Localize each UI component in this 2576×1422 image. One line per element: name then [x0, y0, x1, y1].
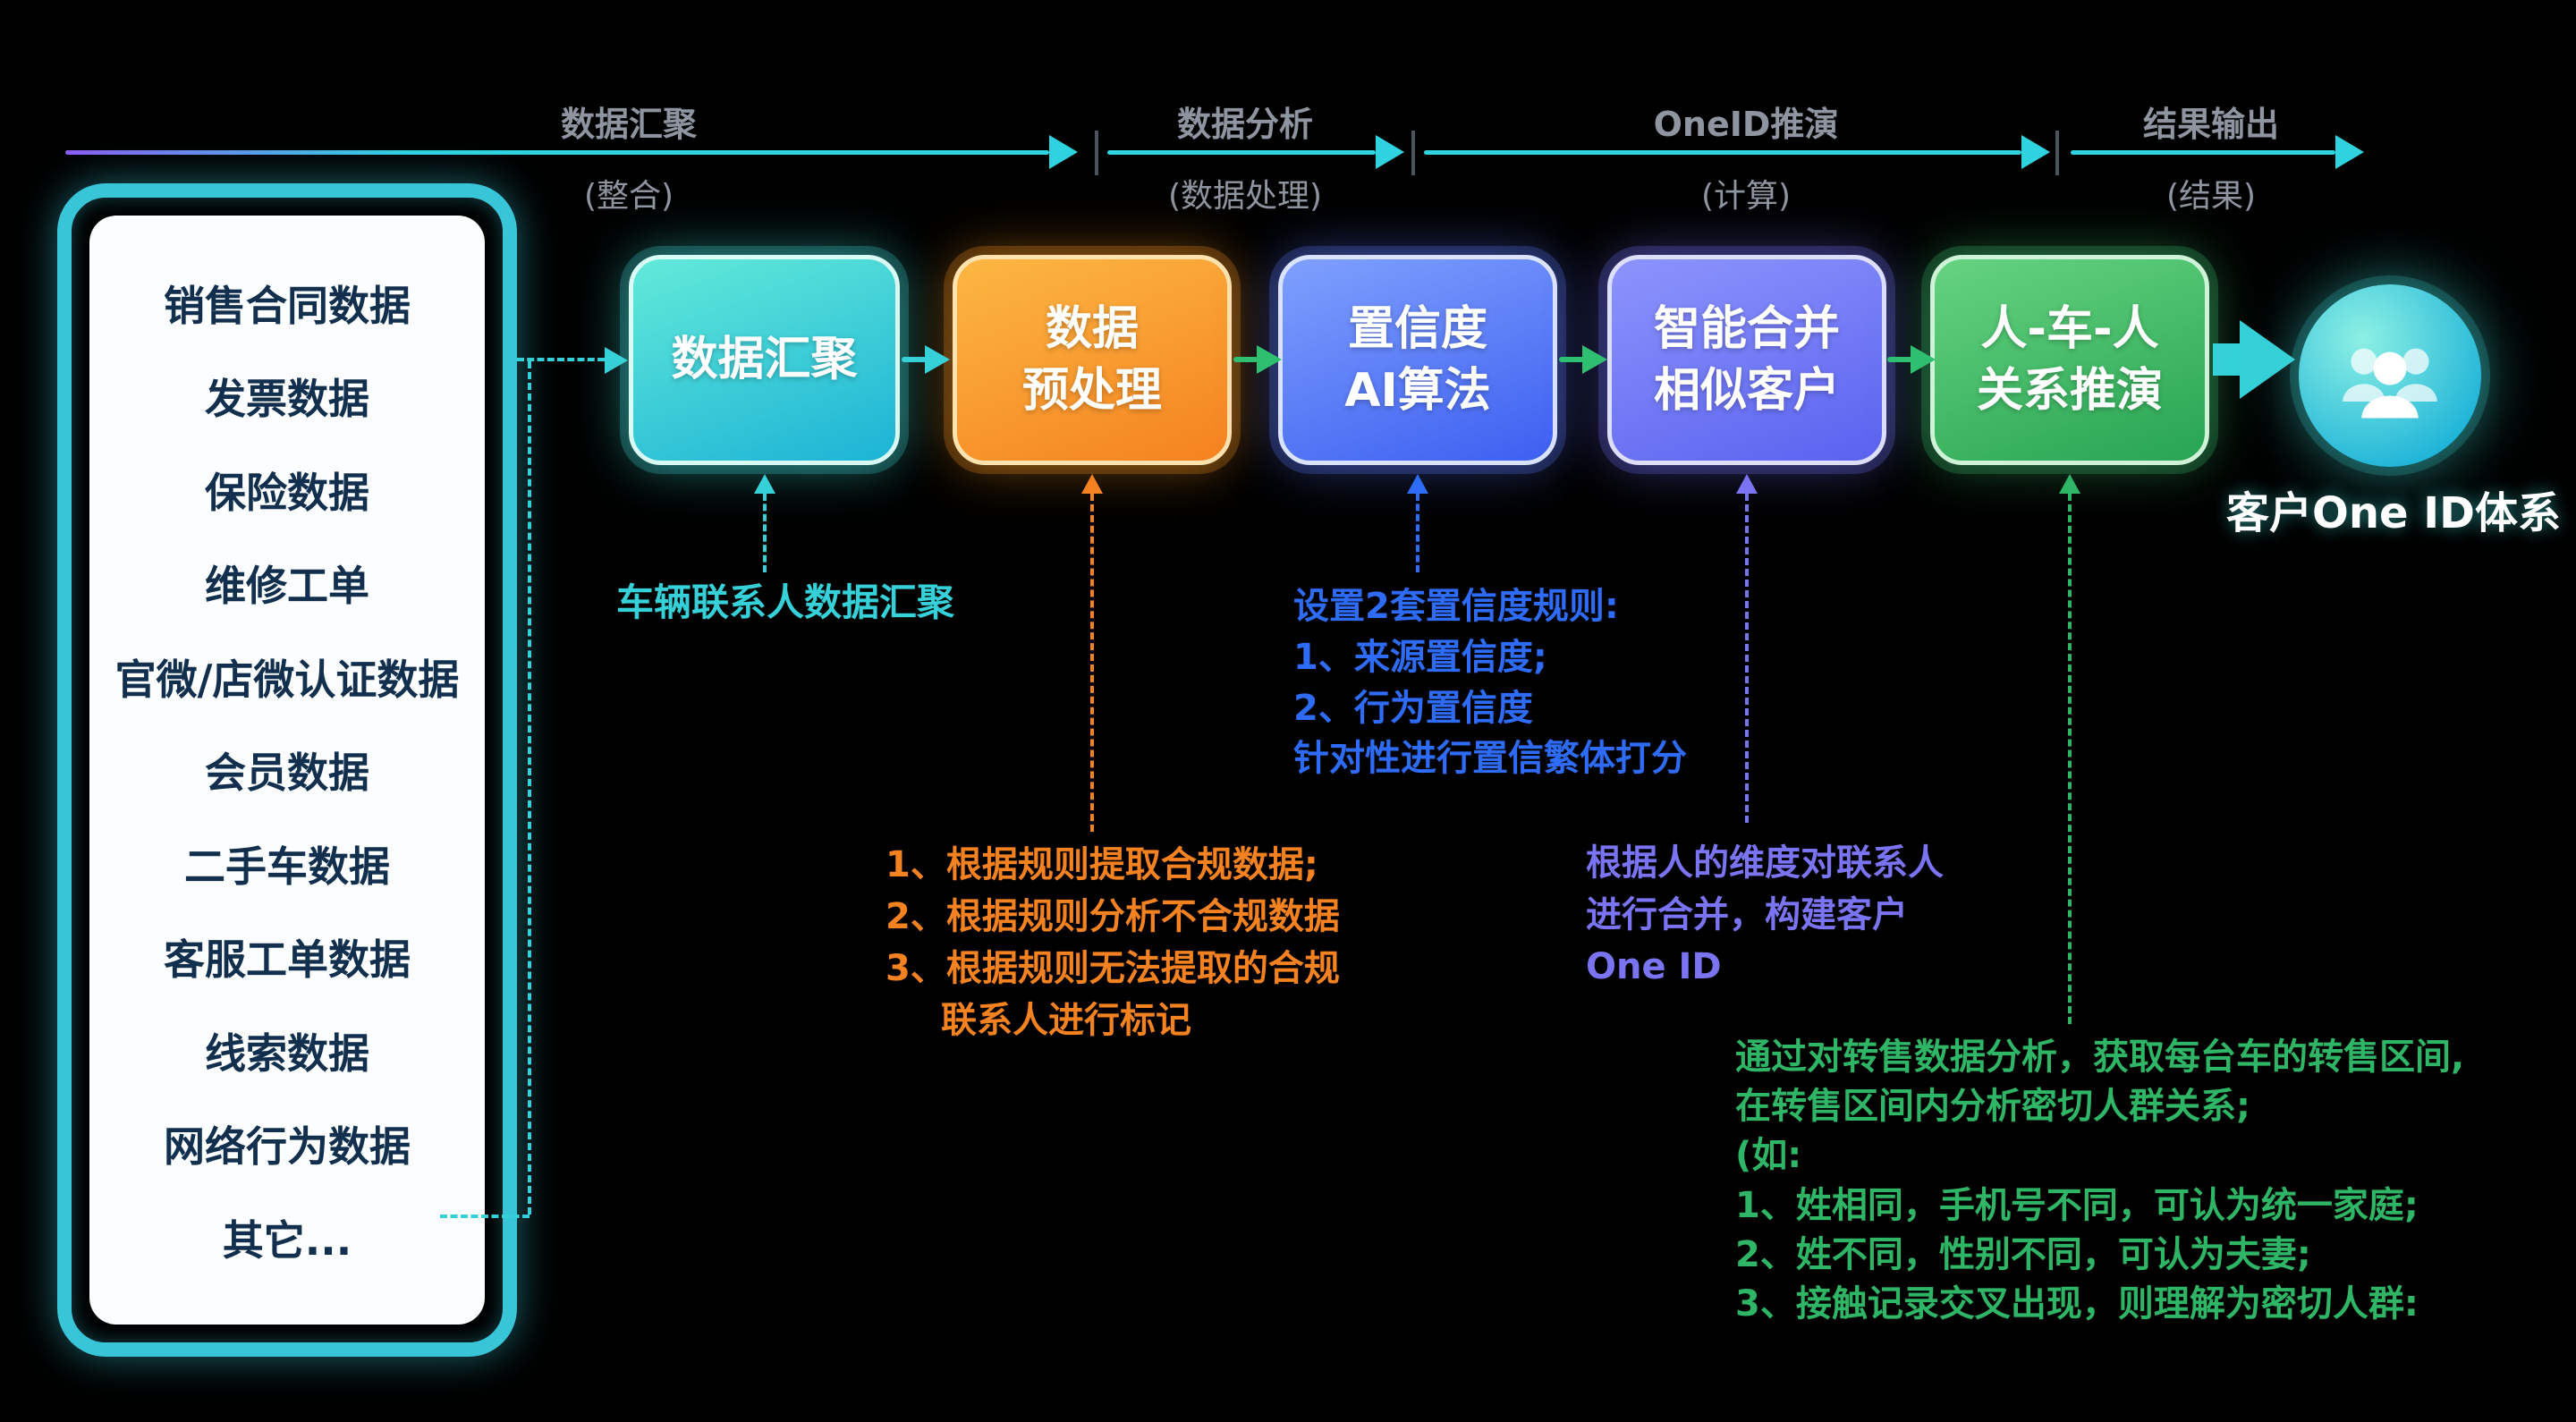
data-source-item: 会员数据 [205, 749, 369, 797]
phase-label-oneid: OneID推演 [1653, 105, 1839, 144]
note-preprocess: 1、根据规则提取合规数据; 2、根据规则分析不合规数据 3、根据规则无法提取的合规联… [886, 839, 1340, 1046]
flow-box-label: 置信度 [1347, 301, 1487, 356]
stem-preprocess-icon [1081, 474, 1103, 832]
phase-separator-1 [1095, 131, 1098, 175]
data-source-item: 发票数据 [205, 375, 369, 423]
flow-box-label: 智能合并 [1653, 301, 1840, 356]
flow-box-confidence-ai: 置信度 AI算法 [1278, 255, 1557, 465]
flow-box-preprocess: 数据预处理 [953, 255, 1232, 465]
flow-box-label: AI算法 [1344, 363, 1491, 418]
phase-separator-3 [2055, 131, 2059, 175]
phase-arrow-line-output [2071, 150, 2335, 155]
note-line: 设置2套置信度规则: [1293, 586, 1619, 627]
people-group-icon [2343, 348, 2437, 419]
flow-box-label: 关系推演 [1976, 363, 2163, 418]
phase-sublabel-analysis: (数据处理) [1167, 178, 1323, 215]
phase-arrowhead-aggregation-icon [1049, 135, 1078, 169]
data-source-list: 销售合同数据发票数据保险数据维修工单官微/店微认证数据会员数据二手车数据客服工单… [89, 216, 485, 1325]
note-line: One ID [1586, 946, 1722, 987]
note-line: 针对性进行置信繁体打分 [1293, 738, 1687, 780]
note-line: 2、行为置信度 [1293, 687, 1533, 729]
flow-box-relation-inference: 人-车-人关系推演 [1930, 255, 2209, 465]
note-line: 2、姓不同，性别不同，可认为夫妻; [1735, 1233, 2311, 1275]
note-line: 根据人的维度对联系人 [1586, 842, 1944, 884]
flow-box-smart-merge: 智能合并相似客户 [1607, 255, 1886, 465]
data-source-item: 其它... [222, 1215, 352, 1265]
note-line: 3、根据规则无法提取的合规 [886, 948, 1340, 989]
arrow-preprocess-to-confidence-icon [1233, 357, 1258, 362]
flow-box-label: 数据 [1045, 301, 1139, 356]
flow-box-aggregate: 数据汇聚 [629, 255, 900, 465]
arrow-aggregate-to-preprocess-icon [902, 357, 927, 362]
note-line: 车辆联系人数据汇聚 [616, 580, 955, 624]
flow-box-label: 数据汇聚 [671, 333, 858, 386]
note-relation: 通过对转售数据分析，获取每台车的转售区间, 在转售区间内分析密切人群关系; (如: 1… [1735, 1033, 2464, 1329]
phase-arrow-line-oneid [1424, 150, 2021, 155]
phase-label-output: 结果输出 [2142, 105, 2280, 144]
note-line: 2、根据规则分析不合规数据 [886, 896, 1340, 937]
phase-sublabel-aggregation: (整合) [583, 178, 674, 215]
data-source-item: 官微/店微认证数据 [114, 655, 460, 704]
panel-connector-top-line [517, 358, 605, 361]
panel-connector-arrowhead-icon [605, 347, 628, 374]
note-line: 在转售区间内分析密切人群关系; [1735, 1086, 2250, 1128]
data-source-item: 二手车数据 [184, 842, 390, 891]
panel-connector-vertical-line [528, 361, 531, 1215]
phase-arrowhead-analysis-icon [1376, 135, 1404, 169]
customer-oneid-badge [2299, 284, 2481, 467]
phase-separator-2 [1411, 131, 1415, 175]
phase-label-analysis: 数据分析 [1176, 105, 1314, 144]
data-source-item: 保险数据 [205, 468, 369, 517]
stem-confidence-icon [1407, 474, 1428, 572]
note-line: 1、根据规则提取合规数据; [886, 844, 1318, 885]
phase-label-aggregation: 数据汇聚 [560, 105, 698, 144]
phase-arrowhead-output-icon [2335, 135, 2364, 169]
stem-merge-icon [1736, 474, 1758, 823]
arrow-relation-to-result-head-icon [2240, 320, 2295, 399]
data-source-item: 维修工单 [205, 562, 369, 610]
note-line: 通过对转售数据分析，获取每台车的转售区间, [1735, 1037, 2465, 1078]
arrow-merge-to-relation-icon [1887, 357, 1912, 362]
data-source-item: 线索数据 [205, 1028, 369, 1078]
note-line: 联系人进行标记 [941, 1000, 1191, 1041]
flow-box-label: 相似客户 [1653, 363, 1840, 418]
note-line: 1、来源置信度; [1293, 636, 1547, 678]
note-line: (如: [1735, 1135, 1802, 1177]
arrow-confidence-to-merge-icon [1559, 357, 1584, 362]
note-line: 3、接触记录交叉出现，则理解为密切人群: [1735, 1282, 2419, 1325]
data-source-item: 网络行为数据 [164, 1122, 411, 1171]
phase-arrow-line-analysis [1107, 150, 1376, 155]
data-source-item: 销售合同数据 [164, 281, 411, 330]
panel-connector-bottom-line [440, 1215, 530, 1218]
note-aggregate: 车辆联系人数据汇聚 [616, 577, 954, 630]
note-merge: 根据人的维度对联系人进行合并，构建客户 One ID [1586, 837, 1944, 993]
stem-relation-icon [2059, 474, 2080, 1024]
note-line: 1、姓相同，手机号不同，可认为统一家庭; [1735, 1184, 2419, 1226]
data-source-item: 客服工单数据 [164, 935, 411, 984]
phase-sublabel-oneid: (计算) [1700, 178, 1792, 215]
flow-box-label: 人-车-人 [1980, 301, 2159, 356]
result-label: 客户One ID体系 [2226, 488, 2561, 538]
phase-arrow-line-aggregation [65, 150, 1049, 155]
flow-box-label: 预处理 [1021, 363, 1162, 418]
note-line: 进行合并，构建客户 [1586, 894, 1908, 935]
data-source-panel: 销售合同数据发票数据保险数据维修工单官微/店微认证数据会员数据二手车数据客服工单… [57, 183, 517, 1357]
phase-arrowhead-oneid-icon [2021, 135, 2050, 169]
note-confidence: 设置2套置信度规则: 1、来源置信度; 2、行为置信度针对性进行置信繁体打分 [1293, 581, 1687, 784]
stem-aggregate-icon [754, 474, 775, 572]
arrow-relation-to-result-tail-icon [2213, 343, 2241, 376]
phase-sublabel-output: (结果) [2165, 178, 2257, 215]
